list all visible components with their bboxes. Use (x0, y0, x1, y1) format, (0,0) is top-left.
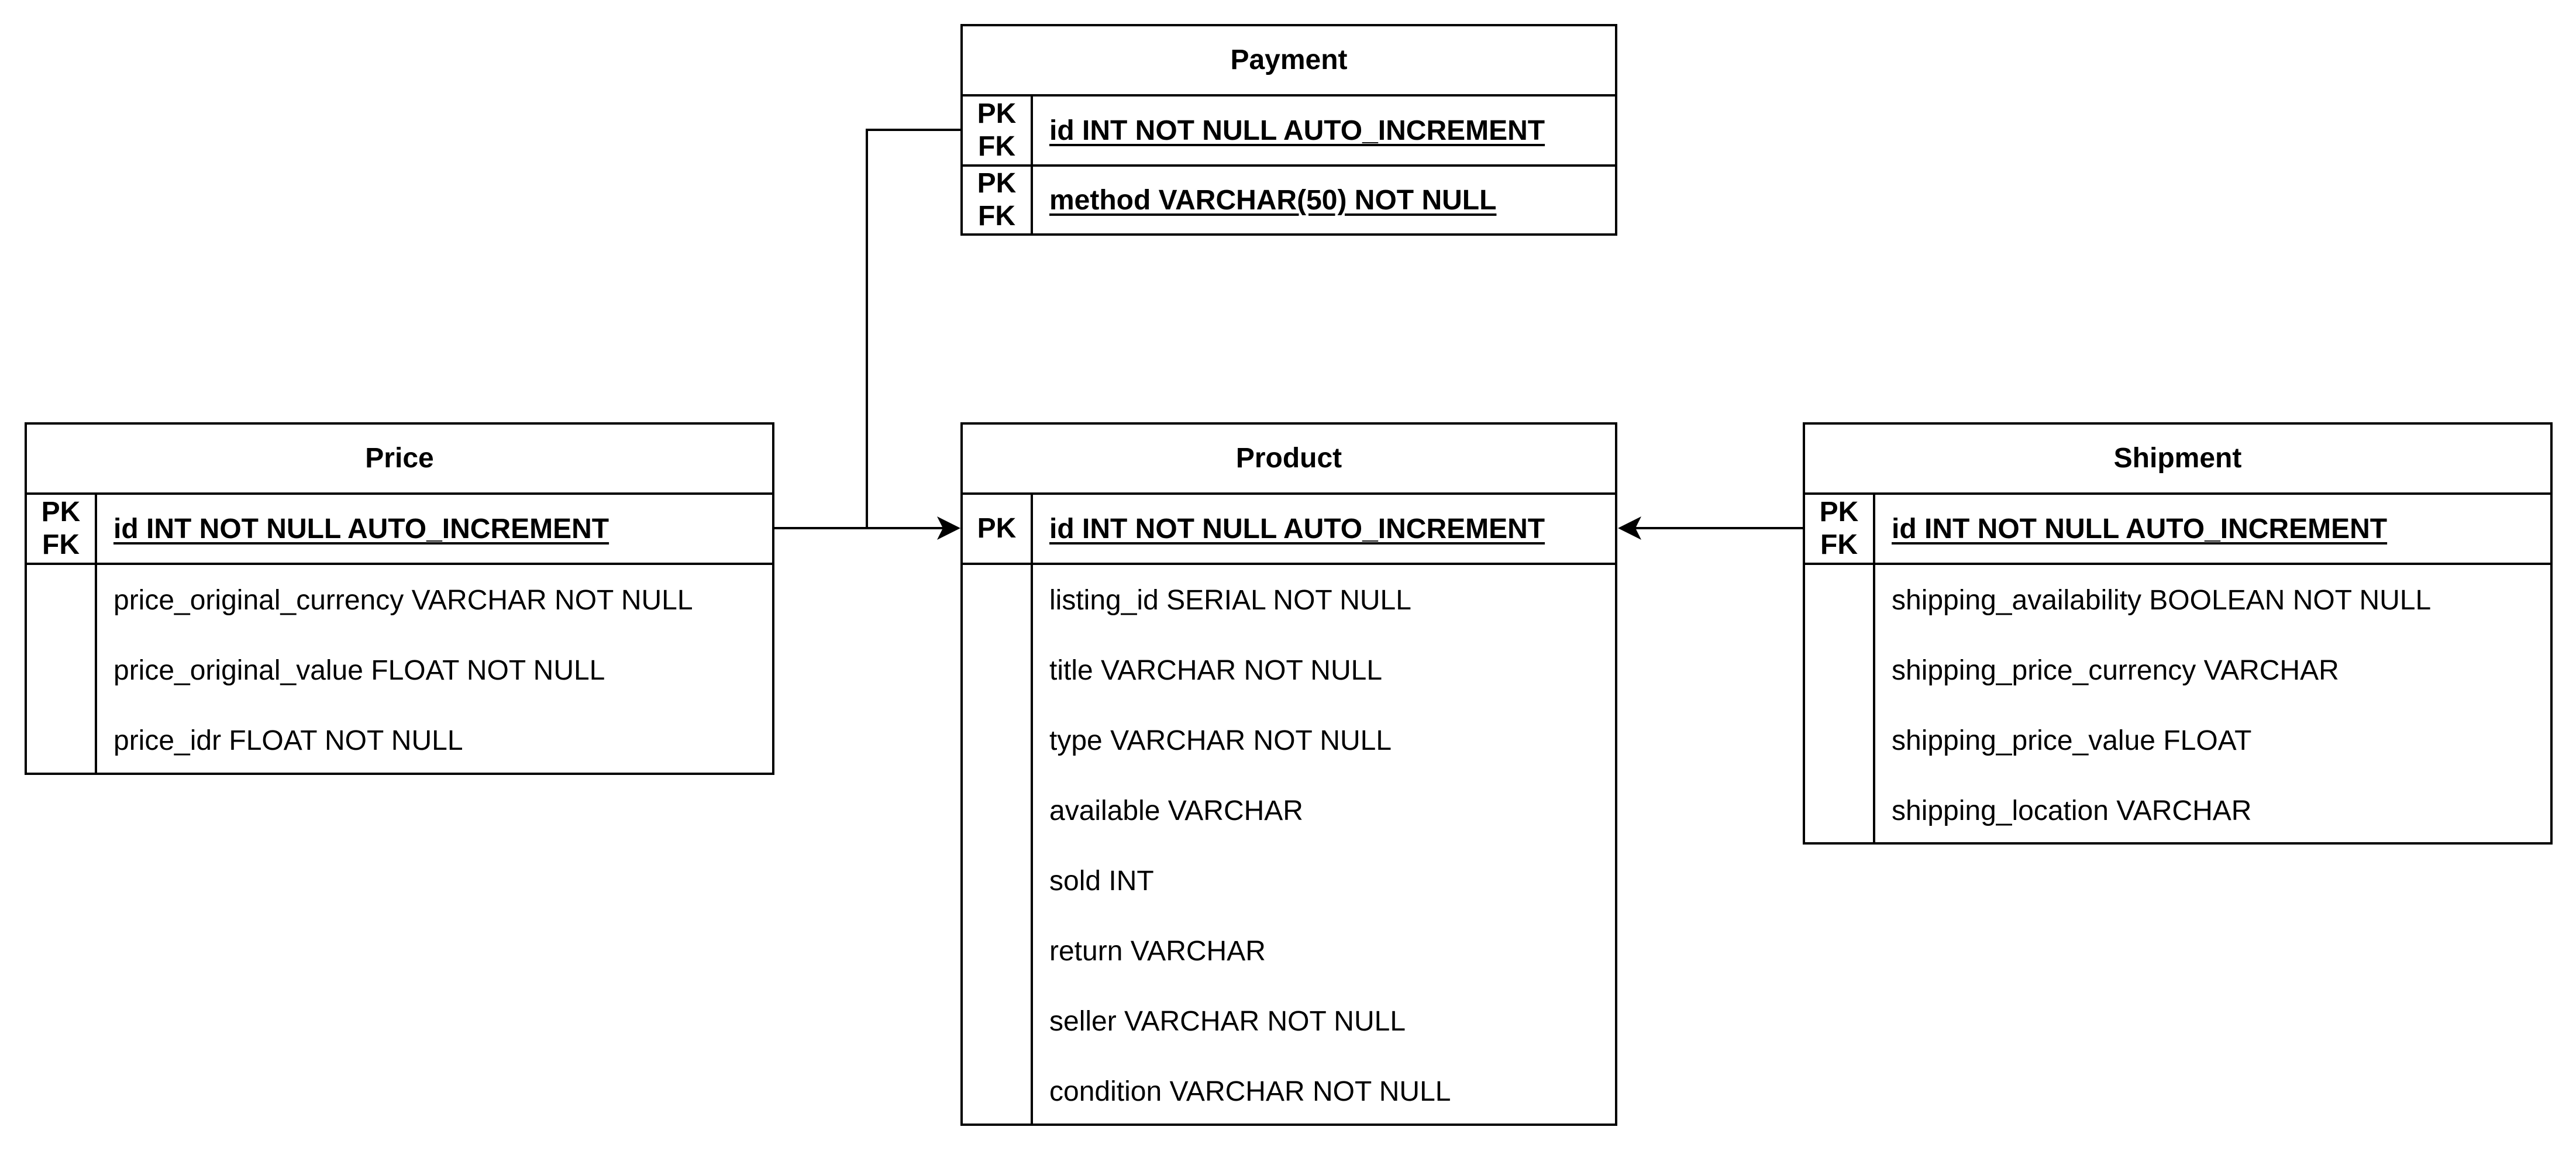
price-attribute-price-original-value[interactable]: price_original_value FLOAT NOT NULL (113, 654, 605, 686)
product-attribute-type[interactable]: type VARCHAR NOT NULL (1049, 725, 1392, 756)
price-key-row-id[interactable]: PK FK id INT NOT NULL AUTO_INCREMENT (27, 495, 772, 565)
price-attributes: price_original_currency VARCHAR NOT NULL… (27, 565, 772, 776)
foreign-key-marker: FK (42, 529, 80, 560)
payment-entity-title: Payment (963, 26, 1615, 97)
primary-key-marker: PK (977, 513, 1017, 544)
price-entity[interactable]: Price PK FK id INT NOT NULL AUTO_INCREME… (25, 422, 774, 775)
product-attribute-title[interactable]: title VARCHAR NOT NULL (1049, 654, 1383, 686)
product-attribute-listing-id[interactable]: listing_id SERIAL NOT NULL (1049, 584, 1411, 616)
product-entity[interactable]: Product PK id INT NOT NULL AUTO_INCREMEN… (960, 422, 1617, 1126)
payment-method-field: method VARCHAR(50) NOT NULL (1049, 184, 1497, 216)
shipment-attribute-shipping-price-value[interactable]: shipping_price_value FLOAT (1892, 725, 2252, 756)
price-attribute-price-original-currency[interactable]: price_original_currency VARCHAR NOT NULL (113, 584, 693, 616)
product-entity-title: Product (963, 425, 1615, 495)
foreign-key-marker: FK (978, 201, 1015, 232)
price-entity-title: Price (27, 425, 772, 495)
foreign-key-marker: FK (1820, 529, 1858, 560)
product-attribute-key-column (963, 565, 1033, 1124)
payment-id-field: id INT NOT NULL AUTO_INCREMENT (1049, 115, 1545, 146)
shipment-attribute-shipping-availability[interactable]: shipping_availability BOOLEAN NOT NULL (1892, 584, 2432, 616)
primary-key-marker: PK (977, 98, 1017, 129)
primary-key-marker: PK (977, 168, 1017, 199)
primary-key-marker: PK (1819, 497, 1859, 528)
product-id-field: id INT NOT NULL AUTO_INCREMENT (1049, 513, 1545, 545)
shipment-attribute-shipping-location[interactable]: shipping_location VARCHAR (1892, 795, 2252, 826)
payment-key-row-id[interactable]: PK FK id INT NOT NULL AUTO_INCREMENT (963, 97, 1615, 167)
product-attribute-return[interactable]: return VARCHAR (1049, 935, 1266, 967)
price-id-field: id INT NOT NULL AUTO_INCREMENT (113, 513, 609, 545)
connector-payment-to-product (866, 129, 960, 528)
arrowhead-shipment-to-product (1618, 516, 1641, 540)
shipment-id-key-markers: PK FK (1805, 495, 1875, 563)
payment-id-key-markers: PK FK (963, 97, 1033, 164)
payment-method-key-markers: PK FK (963, 167, 1033, 233)
payment-key-row-method[interactable]: PK FK method VARCHAR(50) NOT NULL (963, 167, 1615, 233)
shipment-entity[interactable]: Shipment PK FK id INT NOT NULL AUTO_INCR… (1803, 422, 2553, 845)
arrowhead-price-to-product (937, 516, 960, 540)
product-attribute-condition[interactable]: condition VARCHAR NOT NULL (1049, 1076, 1451, 1107)
product-attribute-seller[interactable]: seller VARCHAR NOT NULL (1049, 1005, 1406, 1037)
primary-key-marker: PK (41, 497, 81, 528)
shipment-attributes: shipping_availability BOOLEAN NOT NULL s… (1805, 565, 2550, 846)
payment-entity[interactable]: Payment PK FK id INT NOT NULL AUTO_INCRE… (960, 24, 1617, 236)
product-attribute-sold[interactable]: sold INT (1049, 865, 1154, 897)
price-attribute-key-column (27, 565, 97, 773)
shipment-key-row-id[interactable]: PK FK id INT NOT NULL AUTO_INCREMENT (1805, 495, 2550, 565)
foreign-key-marker: FK (978, 131, 1015, 162)
shipment-attribute-key-column (1805, 565, 1875, 842)
product-id-key-markers: PK (963, 495, 1033, 563)
shipment-attribute-shipping-price-currency[interactable]: shipping_price_currency VARCHAR (1892, 654, 2339, 686)
price-attribute-price-idr[interactable]: price_idr FLOAT NOT NULL (113, 725, 463, 756)
product-attributes: listing_id SERIAL NOT NULL title VARCHAR… (963, 565, 1615, 1126)
product-attribute-available[interactable]: available VARCHAR (1049, 795, 1303, 826)
price-id-key-markers: PK FK (27, 495, 97, 563)
shipment-id-field: id INT NOT NULL AUTO_INCREMENT (1892, 513, 2388, 545)
product-key-row-id[interactable]: PK id INT NOT NULL AUTO_INCREMENT (963, 495, 1615, 565)
shipment-entity-title: Shipment (1805, 425, 2550, 495)
